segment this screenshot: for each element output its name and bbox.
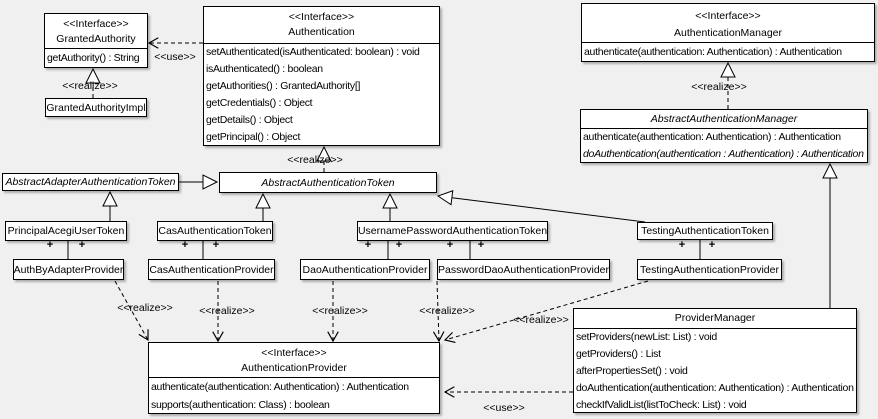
class-testing-authentication-provider: TestingAuthenticationProvider <box>637 259 782 280</box>
class-name: PasswordDaoAuthenticationProvider <box>438 263 610 276</box>
class-name: UsernamePasswordAuthenticationToken <box>357 225 548 237</box>
class-granted-authority: <<Interface>> GrantedAuthority getAuthor… <box>44 13 148 68</box>
realize-edge <box>114 280 149 342</box>
generalization-edge <box>436 190 646 223</box>
method-row: afterPropertiesSet() : void <box>576 365 688 377</box>
use-edges <box>147 37 573 398</box>
realize-edge <box>432 280 445 343</box>
class-abstract-authentication-manager: AbstractAuthenticationManager authentica… <box>580 109 868 163</box>
realize-label: <<realize>> <box>62 80 118 92</box>
multiplicity-plus: + <box>477 239 485 251</box>
realize-label: <<realize>> <box>419 305 475 317</box>
class-name: AuthenticationManager <box>674 27 782 39</box>
class-authentication: <<Interface>> Authentication setAuthenti… <box>203 6 440 146</box>
multiplicity-plus: + <box>678 239 686 251</box>
method-row: getDetails() : Object <box>206 114 293 126</box>
method-row: getProviders() : List <box>576 348 661 360</box>
class-name: AbstractAuthenticationToken <box>261 176 395 189</box>
class-name: AuthenticationProvider <box>241 362 347 374</box>
realize-label: <<realize>> <box>312 305 368 317</box>
class-cas-authentication-token: CasAuthenticationToken <box>157 221 273 241</box>
multiplicity-plus: + <box>446 239 454 251</box>
class-granted-authority-impl: GrantedAuthorityImpl <box>45 98 147 117</box>
realize-label: <<realize>> <box>287 154 343 166</box>
class-name: CasAuthenticationToken <box>158 225 272 237</box>
class-abstract-adapter-authentication-token: AbstractAdapterAuthenticationToken <box>2 173 179 191</box>
use-label: <<use>> <box>483 402 525 414</box>
method-row: getCredentials() : Object <box>206 97 313 109</box>
method-row: doAuthentication(authentication : Authen… <box>583 148 864 160</box>
method-row: authenticate(authentication: Authenticat… <box>583 131 841 143</box>
realize-label: <<realize>> <box>199 305 255 317</box>
method-row: getAuthority() : String <box>47 52 140 64</box>
class-password-dao-authentication-provider: PasswordDaoAuthenticationProvider <box>437 259 610 280</box>
class-testing-authentication-token: TestingAuthenticationToken <box>637 222 773 240</box>
class-username-password-authentication-token: UsernamePasswordAuthenticationToken <box>357 221 548 241</box>
class-auth-by-adapter-provider: AuthByAdapterProvider <box>13 259 124 280</box>
method-row: supports(authentication: Class) : boolea… <box>151 399 330 411</box>
realize-edge <box>443 280 649 344</box>
class-principal-acegi-user-token: PrincipalAcegiUserToken <box>5 221 127 241</box>
realize-label: <<realize>> <box>117 302 173 314</box>
class-name: GrantedAuthority <box>56 33 136 45</box>
association-edges <box>67 240 701 259</box>
method-row: getPrincipal() : Object <box>206 131 301 143</box>
method-row: getAuthorities() : GrantedAuthority[] <box>206 80 361 92</box>
realize-label: <<realize>> <box>691 81 747 93</box>
stereotype: <<Interface>> <box>288 11 355 23</box>
class-name: TestingAuthenticationToken <box>641 225 769 237</box>
class-name: AbstractAdapterAuthenticationToken <box>5 176 176 188</box>
stereotype: <<Interface>> <box>695 10 761 22</box>
generalization-edges <box>102 162 838 308</box>
class-name: CasAuthenticationProvider <box>149 263 274 276</box>
class-name: ProviderManager <box>674 312 756 324</box>
method-row: setAuthenticated(isAuthenticated: boolea… <box>206 46 420 58</box>
class-authentication-manager: <<Interface>> AuthenticationManager auth… <box>581 3 875 62</box>
stereotype: <<Interface>> <box>261 347 327 359</box>
class-name: DaoAuthenticationProvider <box>302 263 428 276</box>
multiplicity-plus: + <box>212 239 220 251</box>
class-cas-authentication-provider: CasAuthenticationProvider <box>148 259 275 280</box>
method-row: authenticate(authentication: Authenticat… <box>151 381 409 393</box>
class-name: AuthByAdapterProvider <box>13 263 124 276</box>
realize-edges <box>85 61 736 344</box>
method-row: checkIfValidList(listToCheck: List) : vo… <box>576 399 747 411</box>
multiplicity-plus: + <box>708 239 716 251</box>
class-name: PrincipalAcegiUserToken <box>7 225 125 237</box>
class-name: AbstractAuthenticationManager <box>650 113 798 125</box>
class-name: Authentication <box>288 26 355 38</box>
method-row: isAuthenticated() : boolean <box>206 63 323 75</box>
multiplicity-plus: + <box>78 239 86 251</box>
class-name: GrantedAuthorityImpl <box>46 101 146 114</box>
multiplicity-plus: + <box>181 239 189 251</box>
use-label: <<use>> <box>154 51 196 63</box>
stereotype: <<Interface>> <box>63 18 129 30</box>
method-row: doAuthentication(authentication: Authent… <box>576 382 854 394</box>
realize-label: <<realize>> <box>513 314 569 326</box>
method-row: authenticate(authentication: Authenticat… <box>584 46 842 58</box>
multiplicity-plus: + <box>364 239 372 251</box>
class-name: TestingAuthenticationProvider <box>640 263 779 276</box>
class-dao-authentication-provider: DaoAuthenticationProvider <box>300 259 430 280</box>
class-abstract-authentication-token: AbstractAuthenticationToken <box>219 172 437 193</box>
class-provider-manager: ProviderManager setProviders(newList: Li… <box>573 308 857 413</box>
method-row: setProviders(newList: List) : void <box>576 331 717 343</box>
multiplicity-plus: + <box>46 239 54 251</box>
class-authentication-provider: <<Interface>> AuthenticationProvider aut… <box>148 342 440 414</box>
multiplicity-plus: + <box>395 239 403 251</box>
